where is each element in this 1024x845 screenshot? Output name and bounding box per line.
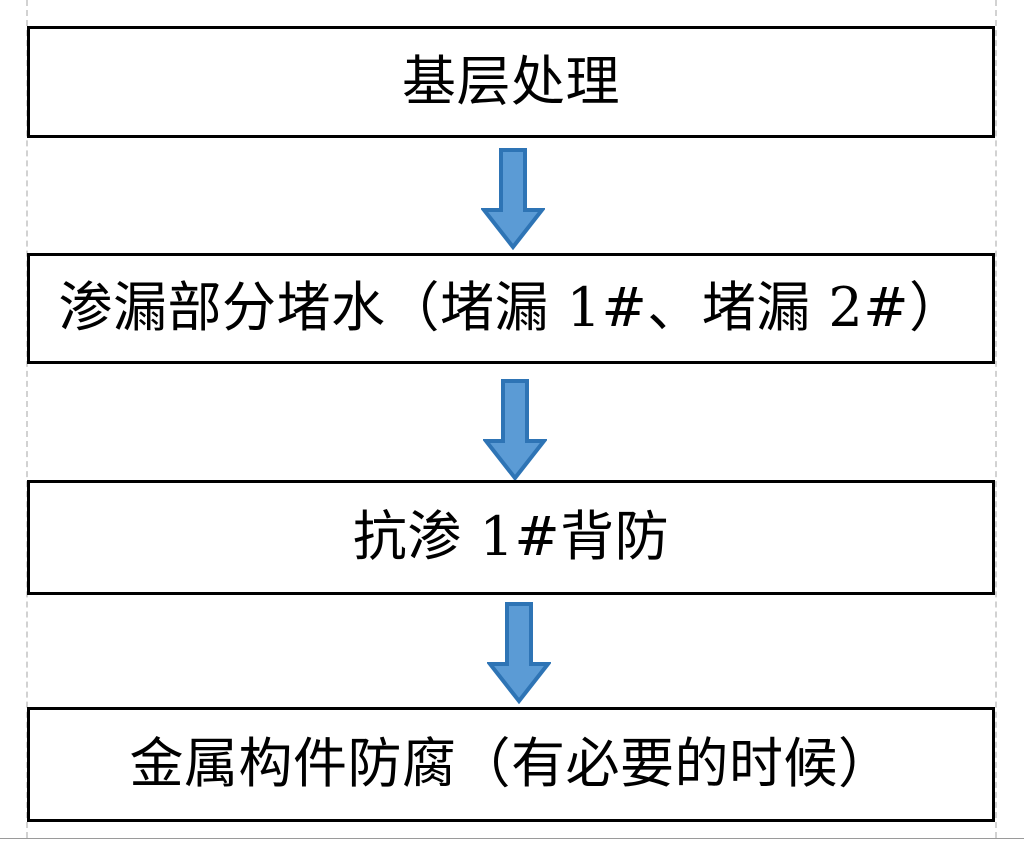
table-guide-line-right	[995, 0, 997, 838]
process-box-label: 金属构件防腐（有必要的时候）	[129, 732, 893, 796]
process-box-label: 基层处理	[402, 49, 620, 113]
arrow-down-icon	[487, 602, 551, 704]
process-box-base-treatment[interactable]: 基层处理	[27, 26, 995, 138]
process-box-metal-anticorrosion[interactable]: 金属构件防腐（有必要的时候）	[27, 707, 995, 822]
process-box-impermeable-backing[interactable]: 抗渗 1#背防	[27, 480, 995, 595]
arrow-down-icon	[483, 379, 547, 481]
arrow-down-icon	[481, 148, 545, 250]
bottom-divider	[0, 838, 1024, 839]
process-box-label: 渗漏部分堵水（堵漏 1#、堵漏 2#）	[58, 276, 964, 340]
process-box-label: 抗渗 1#背防	[352, 505, 670, 569]
process-box-leak-plugging[interactable]: 渗漏部分堵水（堵漏 1#、堵漏 2#）	[27, 253, 995, 364]
table-guide-line-left	[26, 0, 28, 838]
